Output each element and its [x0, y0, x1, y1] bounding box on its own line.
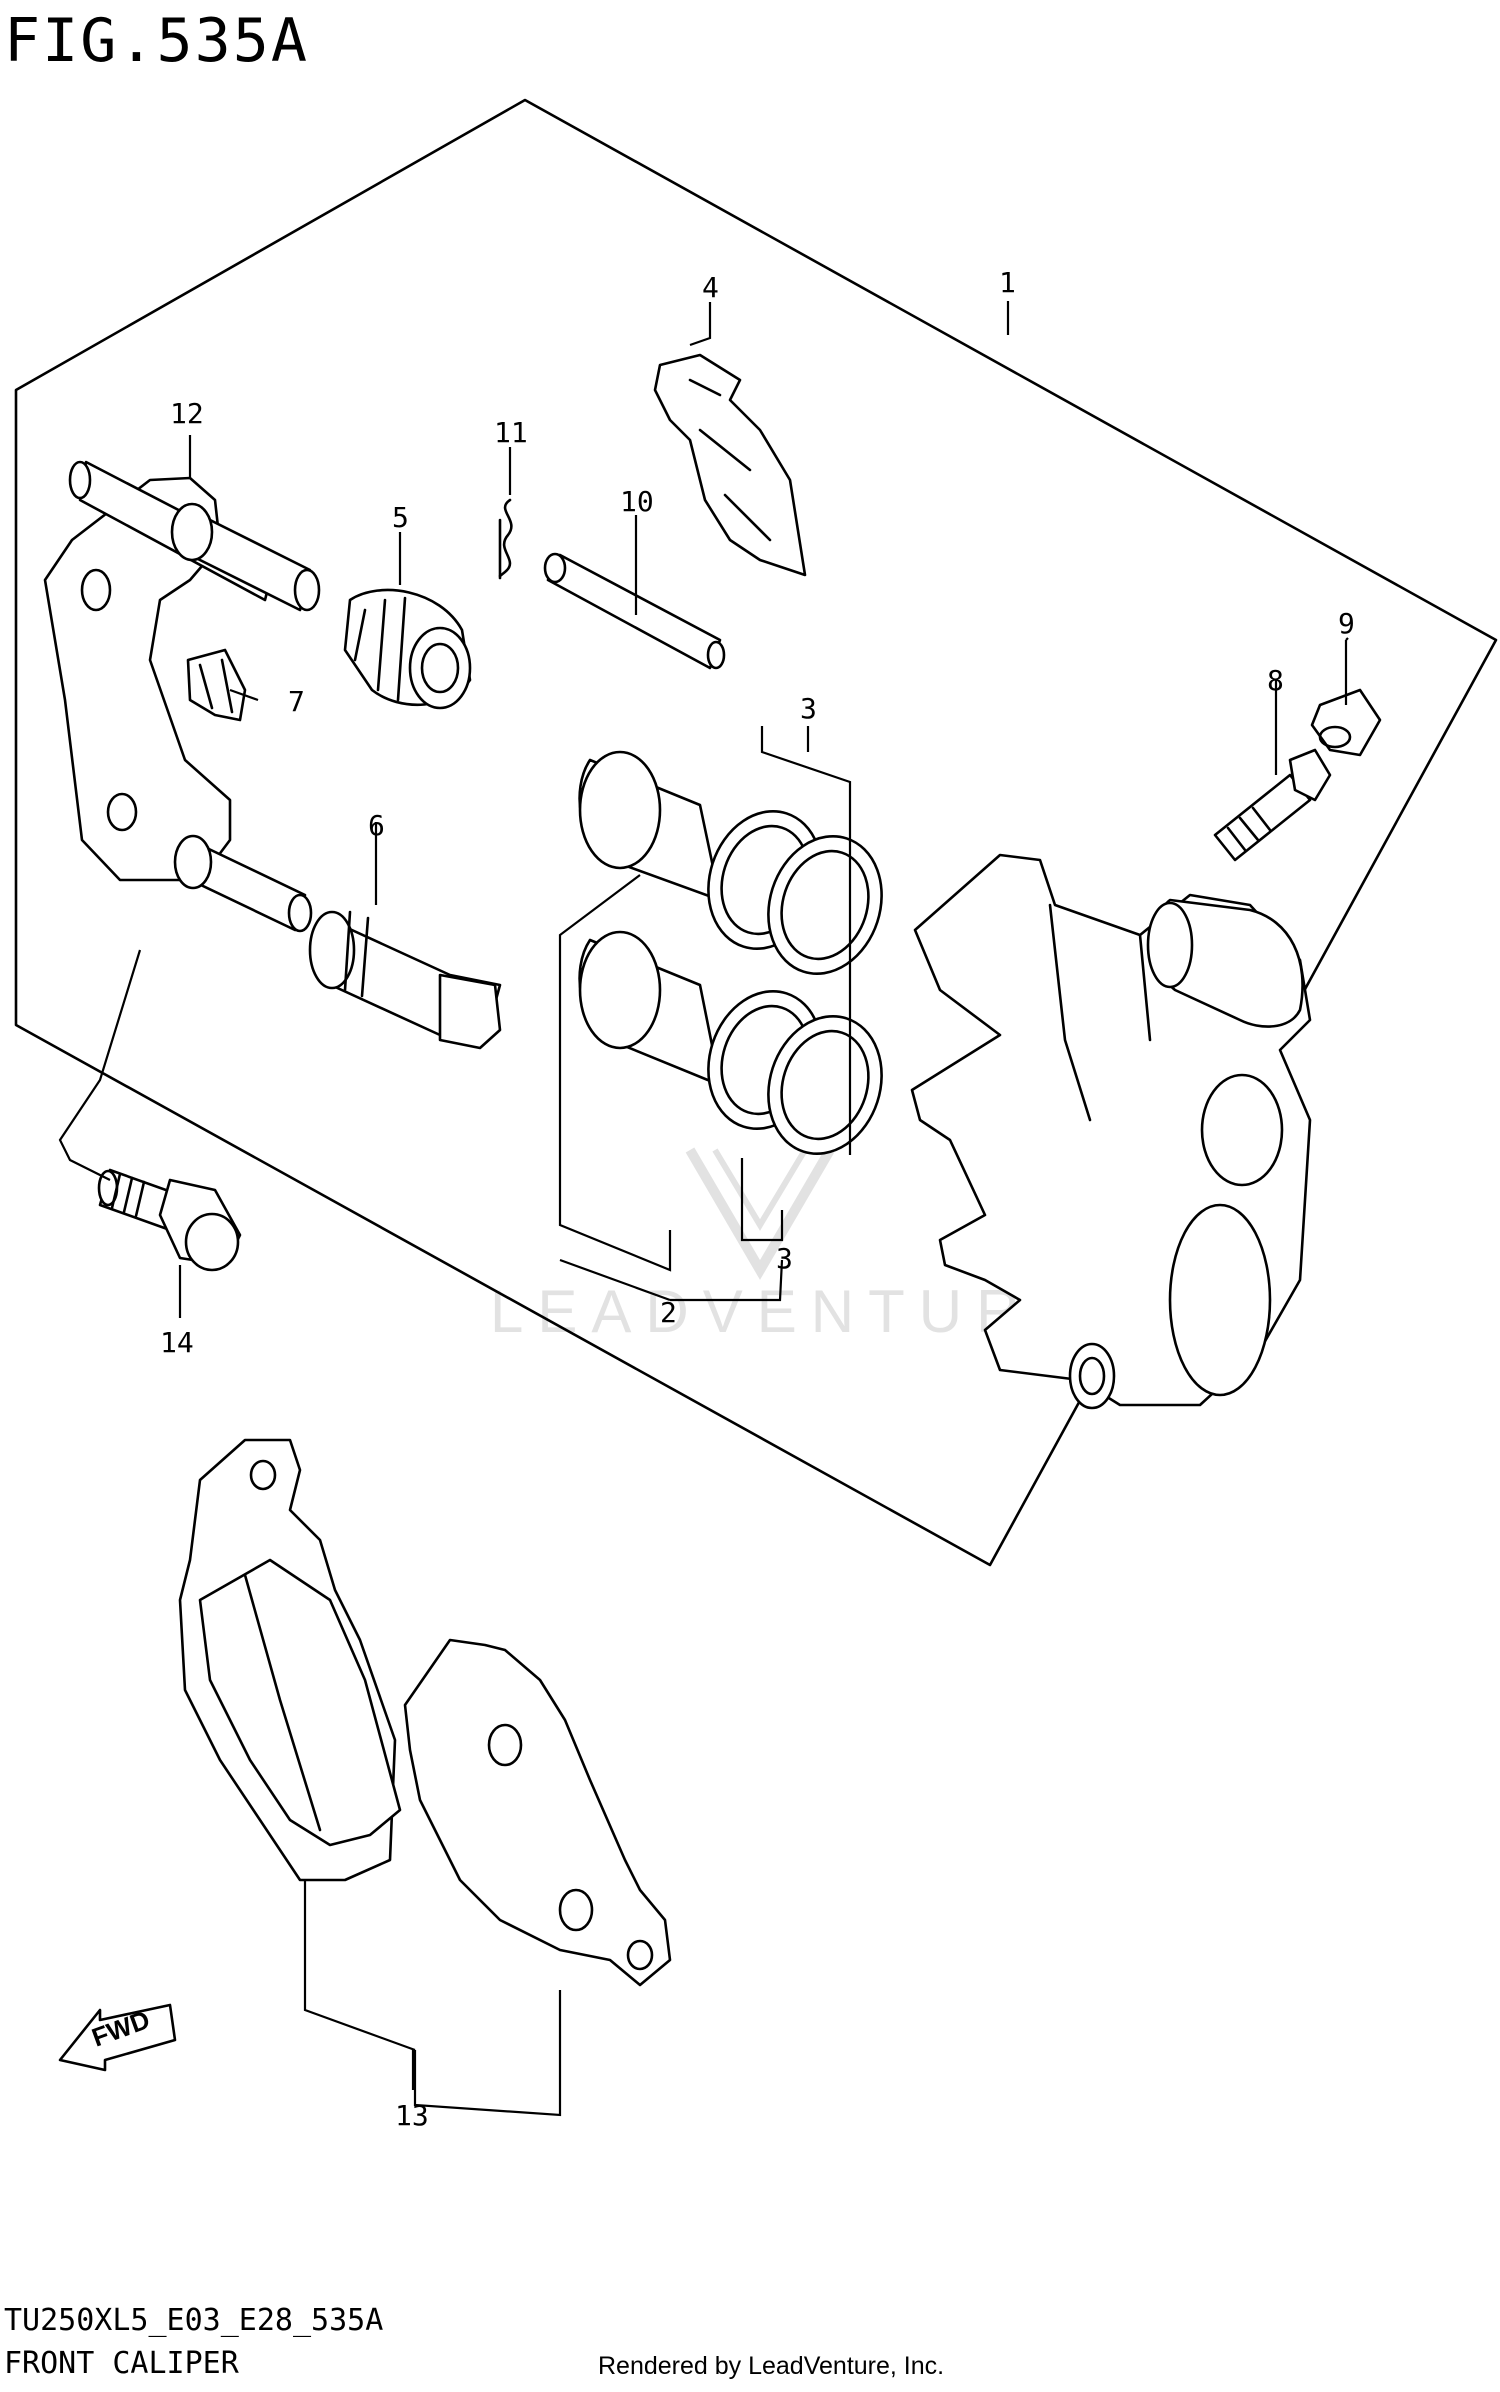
- credit-text: Rendered by LeadVenture, Inc.: [598, 2352, 945, 2380]
- callout-6: 6: [368, 809, 385, 842]
- watermark: LEADVENTURE: [490, 1147, 1087, 1345]
- callout-7: 7: [288, 685, 305, 718]
- part-6-pin: [308, 910, 502, 1050]
- callout-5: 5: [392, 501, 409, 534]
- callout-2: 2: [660, 1296, 677, 1329]
- callout-4: 4: [702, 271, 719, 304]
- part-8-bleeder: [1213, 748, 1332, 862]
- callout-1: 1: [999, 266, 1016, 299]
- part-7-clip: [186, 648, 247, 722]
- callout-11: 11: [494, 416, 528, 449]
- part-9-cap: [1310, 688, 1382, 757]
- part-5-boot: [343, 588, 472, 710]
- callout-8: 8: [1267, 664, 1284, 697]
- part-11-clip: [498, 498, 513, 580]
- figure-title: FIG.535A: [4, 6, 309, 76]
- assembly-name: FRONT CALIPER: [4, 2346, 239, 2381]
- callout-10: 10: [620, 485, 654, 518]
- callout-3-top: 3: [800, 692, 817, 725]
- part-4-spring: [653, 353, 807, 577]
- part-12-bracket: [43, 460, 321, 933]
- part-14-bolt: [97, 1168, 242, 1272]
- callout-9: 9: [1338, 607, 1355, 640]
- part-2-pistons: [578, 750, 722, 1087]
- part-13-pads: [178, 1438, 672, 1987]
- callout-12: 12: [170, 397, 204, 430]
- model-code: TU250XL5_E03_E28_535A: [4, 2303, 384, 2338]
- callout-3-bottom: 3: [776, 1242, 793, 1275]
- part-10-pin: [543, 552, 726, 670]
- fwd-arrow-icon: FWD: [58, 2003, 177, 2072]
- leader-lines: [58, 301, 1349, 2117]
- watermark-text: LEADVENTURE: [490, 1278, 1087, 1345]
- callout-labels: 1 2 3 3 4 5 6 7 8 9 10 11 12 13 14: [160, 266, 1355, 2132]
- part-1-caliper: [910, 853, 1312, 1410]
- part-3-seals: [707, 809, 883, 1156]
- callout-13: 13: [395, 2099, 429, 2132]
- callout-14: 14: [160, 1326, 194, 1359]
